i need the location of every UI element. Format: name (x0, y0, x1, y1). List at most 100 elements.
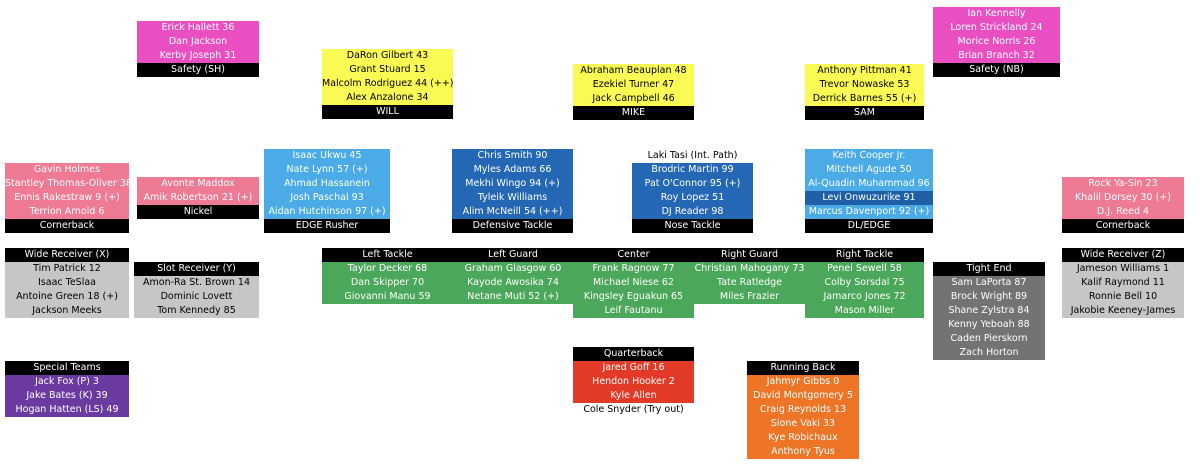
player: D.J. Reed 4 (1062, 205, 1184, 219)
group-sam: Anthony Pittman 41 Trevor Nowaske 53 Der… (805, 64, 924, 120)
player: Marcus Davenport 92 (+) (805, 205, 933, 219)
player-list: Keith Cooper Jr. Mitchell Agude 50 Al-Qu… (805, 149, 933, 219)
player: Dan Skipper 70 (322, 276, 453, 290)
position-label: Defensive Tackle (452, 219, 573, 233)
player-list: DaRon Gilbert 43 Grant Stuard 15 Malcolm… (322, 49, 453, 105)
group-cornerback-right: Rock Ya-Sin 23 Khalil Dorsey 30 (+) D.J.… (1062, 177, 1184, 233)
position-label: Slot Receiver (Y) (134, 262, 259, 276)
player-list: Penei Sewell 58 Colby Sorsdal 75 Jamarco… (805, 262, 924, 318)
group-will: DaRon Gilbert 43 Grant Stuard 15 Malcolm… (322, 49, 453, 119)
player: Amon-Ra St. Brown 14 (134, 276, 259, 290)
position-label: EDGE Rusher (264, 219, 390, 233)
position-label: Left Tackle (322, 248, 453, 262)
position-label: Cornerback (5, 219, 129, 233)
position-label: Tight End (933, 262, 1045, 276)
player-list: Taylor Decker 68 Dan Skipper 70 Giovanni… (322, 262, 453, 304)
player: Loren Strickland 24 (933, 21, 1060, 35)
player: Sam LaPorta 87 (933, 276, 1045, 290)
player-list: Brodric Martin 99 Pat O'Connor 95 (+) Ro… (632, 163, 753, 219)
position-label: WILL (322, 105, 453, 119)
player-list: Jahmyr Gibbs 0 David Montgomery 5 Craig … (747, 375, 859, 459)
path-note: Laki Tasi (Int. Path) (632, 149, 753, 163)
player: Netane Muti 52 (+) (453, 290, 573, 304)
player-list: Amon-Ra St. Brown 14 Dominic Lovett Tom … (134, 276, 259, 318)
player: DJ Reader 98 (632, 205, 753, 219)
group-right-guard: Right Guard Christian Mahogany 73 Tate R… (694, 248, 805, 304)
player: Malcolm Rodriguez 44 (++) (322, 77, 453, 91)
player-list: Abraham Beauplan 48 Ezekiel Turner 47 Ja… (573, 64, 694, 106)
player: Jameson Williams 1 (1062, 262, 1184, 276)
player: Keith Cooper Jr. (805, 149, 933, 163)
player: Kingsley Eguakun 65 (573, 290, 694, 304)
player: Kyle Allen (573, 389, 694, 403)
group-left-guard: Left Guard Graham Glasgow 60 Kayode Awos… (453, 248, 573, 304)
player: Alim McNeill 54 (++) (452, 205, 573, 219)
player: Mason Miller (805, 304, 924, 318)
group-safety-nb: Ian Kennelly Loren Strickland 24 Morice … (933, 7, 1060, 77)
player: Jackson Meeks (5, 304, 129, 318)
player: Stantley Thomas-Oliver 38 (5, 177, 129, 191)
player: Jake Bates (K) 39 (5, 389, 129, 403)
player: Tim Patrick 12 (5, 262, 129, 276)
player: Colby Sorsdal 75 (805, 276, 924, 290)
position-label: Right Tackle (805, 248, 924, 262)
player: Graham Glasgow 60 (453, 262, 573, 276)
player: Terrion Arnold 6 (5, 205, 129, 219)
player-list: Graham Glasgow 60 Kayode Awosika 74 Neta… (453, 262, 573, 304)
player: Ennis Rakestraw 9 (+) (5, 191, 129, 205)
player: Pat O'Connor 95 (+) (632, 177, 753, 191)
player: Frank Ragnow 77 (573, 262, 694, 276)
player: Jamarco Jones 72 (805, 290, 924, 304)
group-defensive-tackle: Chris Smith 90 Myles Adams 66 Mekhi Wing… (452, 149, 573, 233)
player: Mitchell Agude 50 (805, 163, 933, 177)
player: Erick Hallett 36 (137, 21, 259, 35)
player-list: Rock Ya-Sin 23 Khalil Dorsey 30 (+) D.J.… (1062, 177, 1184, 219)
player: Kerby Joseph 31 (137, 49, 259, 63)
player: Ahmad Hassanein (264, 177, 390, 191)
player: Leif Fautanu (573, 304, 694, 318)
player: Ian Kennelly (933, 7, 1060, 21)
player: Chris Smith 90 (452, 149, 573, 163)
player: Craig Reynolds 13 (747, 403, 859, 417)
player: Penei Sewell 58 (805, 262, 924, 276)
player: Josh Paschal 93 (264, 191, 390, 205)
position-label: Running Back (747, 361, 859, 375)
player: Christian Mahogany 73 (694, 262, 805, 276)
group-wide-receiver-z: Wide Receiver (Z) Jameson Williams 1 Kal… (1062, 248, 1184, 318)
group-edge-rusher: Isaac Ukwu 45 Nate Lynn 57 (+) Ahmad Has… (264, 149, 390, 233)
group-slot-receiver-y: Slot Receiver (Y) Amon-Ra St. Brown 14 D… (134, 262, 259, 318)
player: Derrick Barnes 55 (+) (805, 92, 924, 106)
player: Tate Ratledge (694, 276, 805, 290)
position-label: Nickel (137, 205, 259, 219)
player: Trevor Nowaske 53 (805, 78, 924, 92)
group-mike: Abraham Beauplan 48 Ezekiel Turner 47 Ja… (573, 64, 694, 120)
group-nickel: Avonte Maddox Amik Robertson 21 (+) Nick… (137, 177, 259, 219)
player-list: Gavin Holmes Stantley Thomas-Oliver 38 E… (5, 163, 129, 219)
player: Aidan Hutchinson 97 (+) (264, 205, 390, 219)
player: Brodric Martin 99 (632, 163, 753, 177)
player: Sione Vaki 33 (747, 417, 859, 431)
player: Ronnie Bell 10 (1062, 290, 1184, 304)
group-special-teams: Special Teams Jack Fox (P) 3 Jake Bates … (5, 361, 129, 417)
player: Ezekiel Turner 47 (573, 78, 694, 92)
player: Kalif Raymond 11 (1062, 276, 1184, 290)
position-label: Wide Receiver (Z) (1062, 248, 1184, 262)
player: Antoine Green 18 (+) (5, 290, 129, 304)
player: Zach Horton (933, 346, 1045, 360)
player: Nate Lynn 57 (+) (264, 163, 390, 177)
player-highlighted: Levi Onwuzurike 91 (805, 191, 933, 205)
position-label: SAM (805, 106, 924, 120)
player: Kenny Yeboah 88 (933, 318, 1045, 332)
player: DaRon Gilbert 43 (322, 49, 453, 63)
player: Khalil Dorsey 30 (+) (1062, 191, 1184, 205)
position-label: Safety (SH) (137, 63, 259, 77)
player: Kye Robichaux (747, 431, 859, 445)
player: Anthony Tyus (747, 445, 859, 459)
group-left-tackle: Left Tackle Taylor Decker 68 Dan Skipper… (322, 248, 453, 304)
player: Michael Niese 62 (573, 276, 694, 290)
position-label: Right Guard (694, 248, 805, 262)
position-label: Left Guard (453, 248, 573, 262)
player: Dan Jackson (137, 35, 259, 49)
player: Taylor Decker 68 (322, 262, 453, 276)
player-list: Jack Fox (P) 3 Jake Bates (K) 39 Hogan H… (5, 375, 129, 417)
